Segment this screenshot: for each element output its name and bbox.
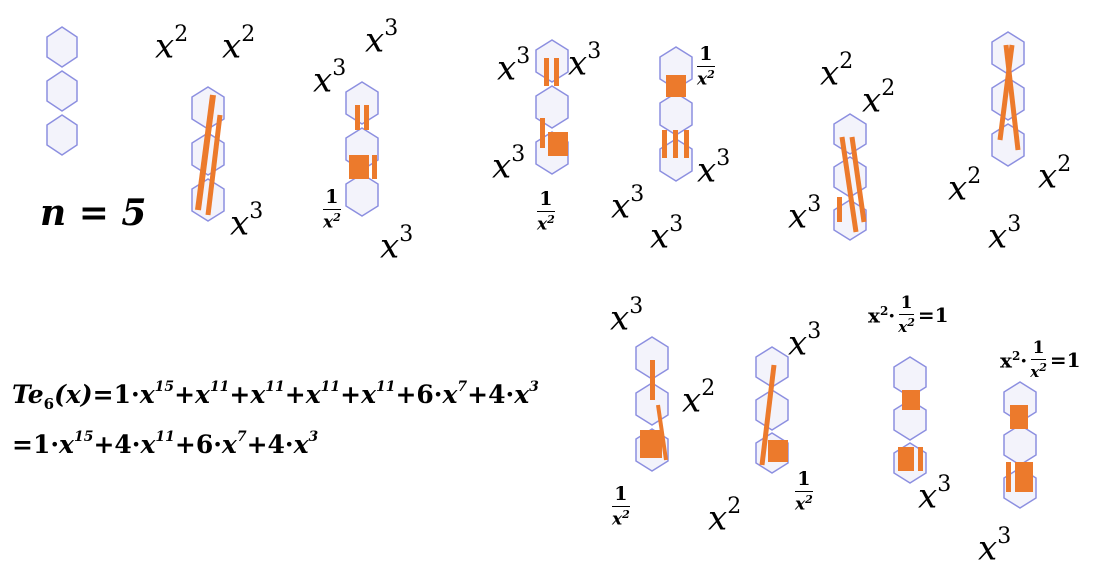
highlight-bond [759,364,777,466]
highlight-ring [1015,462,1033,492]
highlight-bond [205,114,223,216]
label-x3: x3 [788,319,822,364]
label-x3: x3 [697,146,731,191]
highlight-bond [997,44,1015,141]
label-x3: x3 [380,222,414,267]
highlight-ring [898,447,914,471]
label-x3: x3 [650,212,684,257]
highlight-bond [364,105,369,130]
highlight-bond [195,94,216,211]
highlight-ring [548,132,568,156]
molecule-8 [755,346,789,474]
highlight-bond [656,404,668,461]
molecule-1 [191,86,225,222]
highlight-ring [640,430,662,458]
label-x3: x3 [978,524,1012,569]
highlight-bond [544,58,549,86]
label-x2: x2 [948,164,982,209]
label-x3: x3 [610,294,644,339]
highlight-bond [372,155,377,179]
label-x3: x3 [611,182,645,227]
highlight-bond [839,136,859,233]
equation-line-2: =1·x15+4·x11+6·x7+4·x3 [12,428,319,459]
highlight-ring [768,440,788,462]
molecule-6 [991,31,1025,167]
equation-line-1: Te6(x)=1·x15+x11+x11+x11+x11+6·x7+4·x3 [12,378,539,413]
molecule-5 [833,113,867,241]
label-x2: x2 [155,22,189,67]
highlight-ring [349,155,369,179]
highlight-bond [355,105,360,130]
label-x2: x2 [222,22,256,67]
label-x2: x2 [820,49,854,94]
highlight-bond [684,130,689,158]
highlight-bond [1006,462,1011,492]
label-x3: x3 [497,44,531,89]
highlight-bond [849,136,867,223]
label-x3: x3 [313,56,347,101]
highlight-bond [673,130,678,158]
molecule-4 [659,46,693,182]
label-x3: x3 [365,16,399,61]
parent-molecule [46,26,78,156]
highlight-bond [662,130,667,158]
highlight-bond [554,58,559,86]
molecule-7 [635,336,669,472]
highlight-bond [650,360,655,400]
label-x3: x3 [230,199,264,244]
highlight-bond [837,197,842,222]
molecule-10 [1003,381,1037,509]
highlight-ring [1010,405,1028,429]
highlight-ring [666,75,686,97]
label-x3: x3 [788,192,822,237]
label-x2: x2 [708,494,742,539]
label-x3: x3 [918,472,952,517]
highlight-ring [902,390,920,410]
label-x3: x3 [492,142,526,187]
highlight-bond [918,447,923,471]
molecule-2 [345,81,379,217]
molecule-9 [893,356,927,484]
label-x3: x3 [568,39,602,84]
label-x2: x2 [862,76,896,121]
label-x2: x2 [1038,152,1072,197]
label-x3: x3 [988,212,1022,257]
highlight-bond [540,118,545,148]
label-x2: x2 [682,376,716,421]
n-label: n = 5 [40,192,147,234]
molecule-3 [535,39,569,175]
